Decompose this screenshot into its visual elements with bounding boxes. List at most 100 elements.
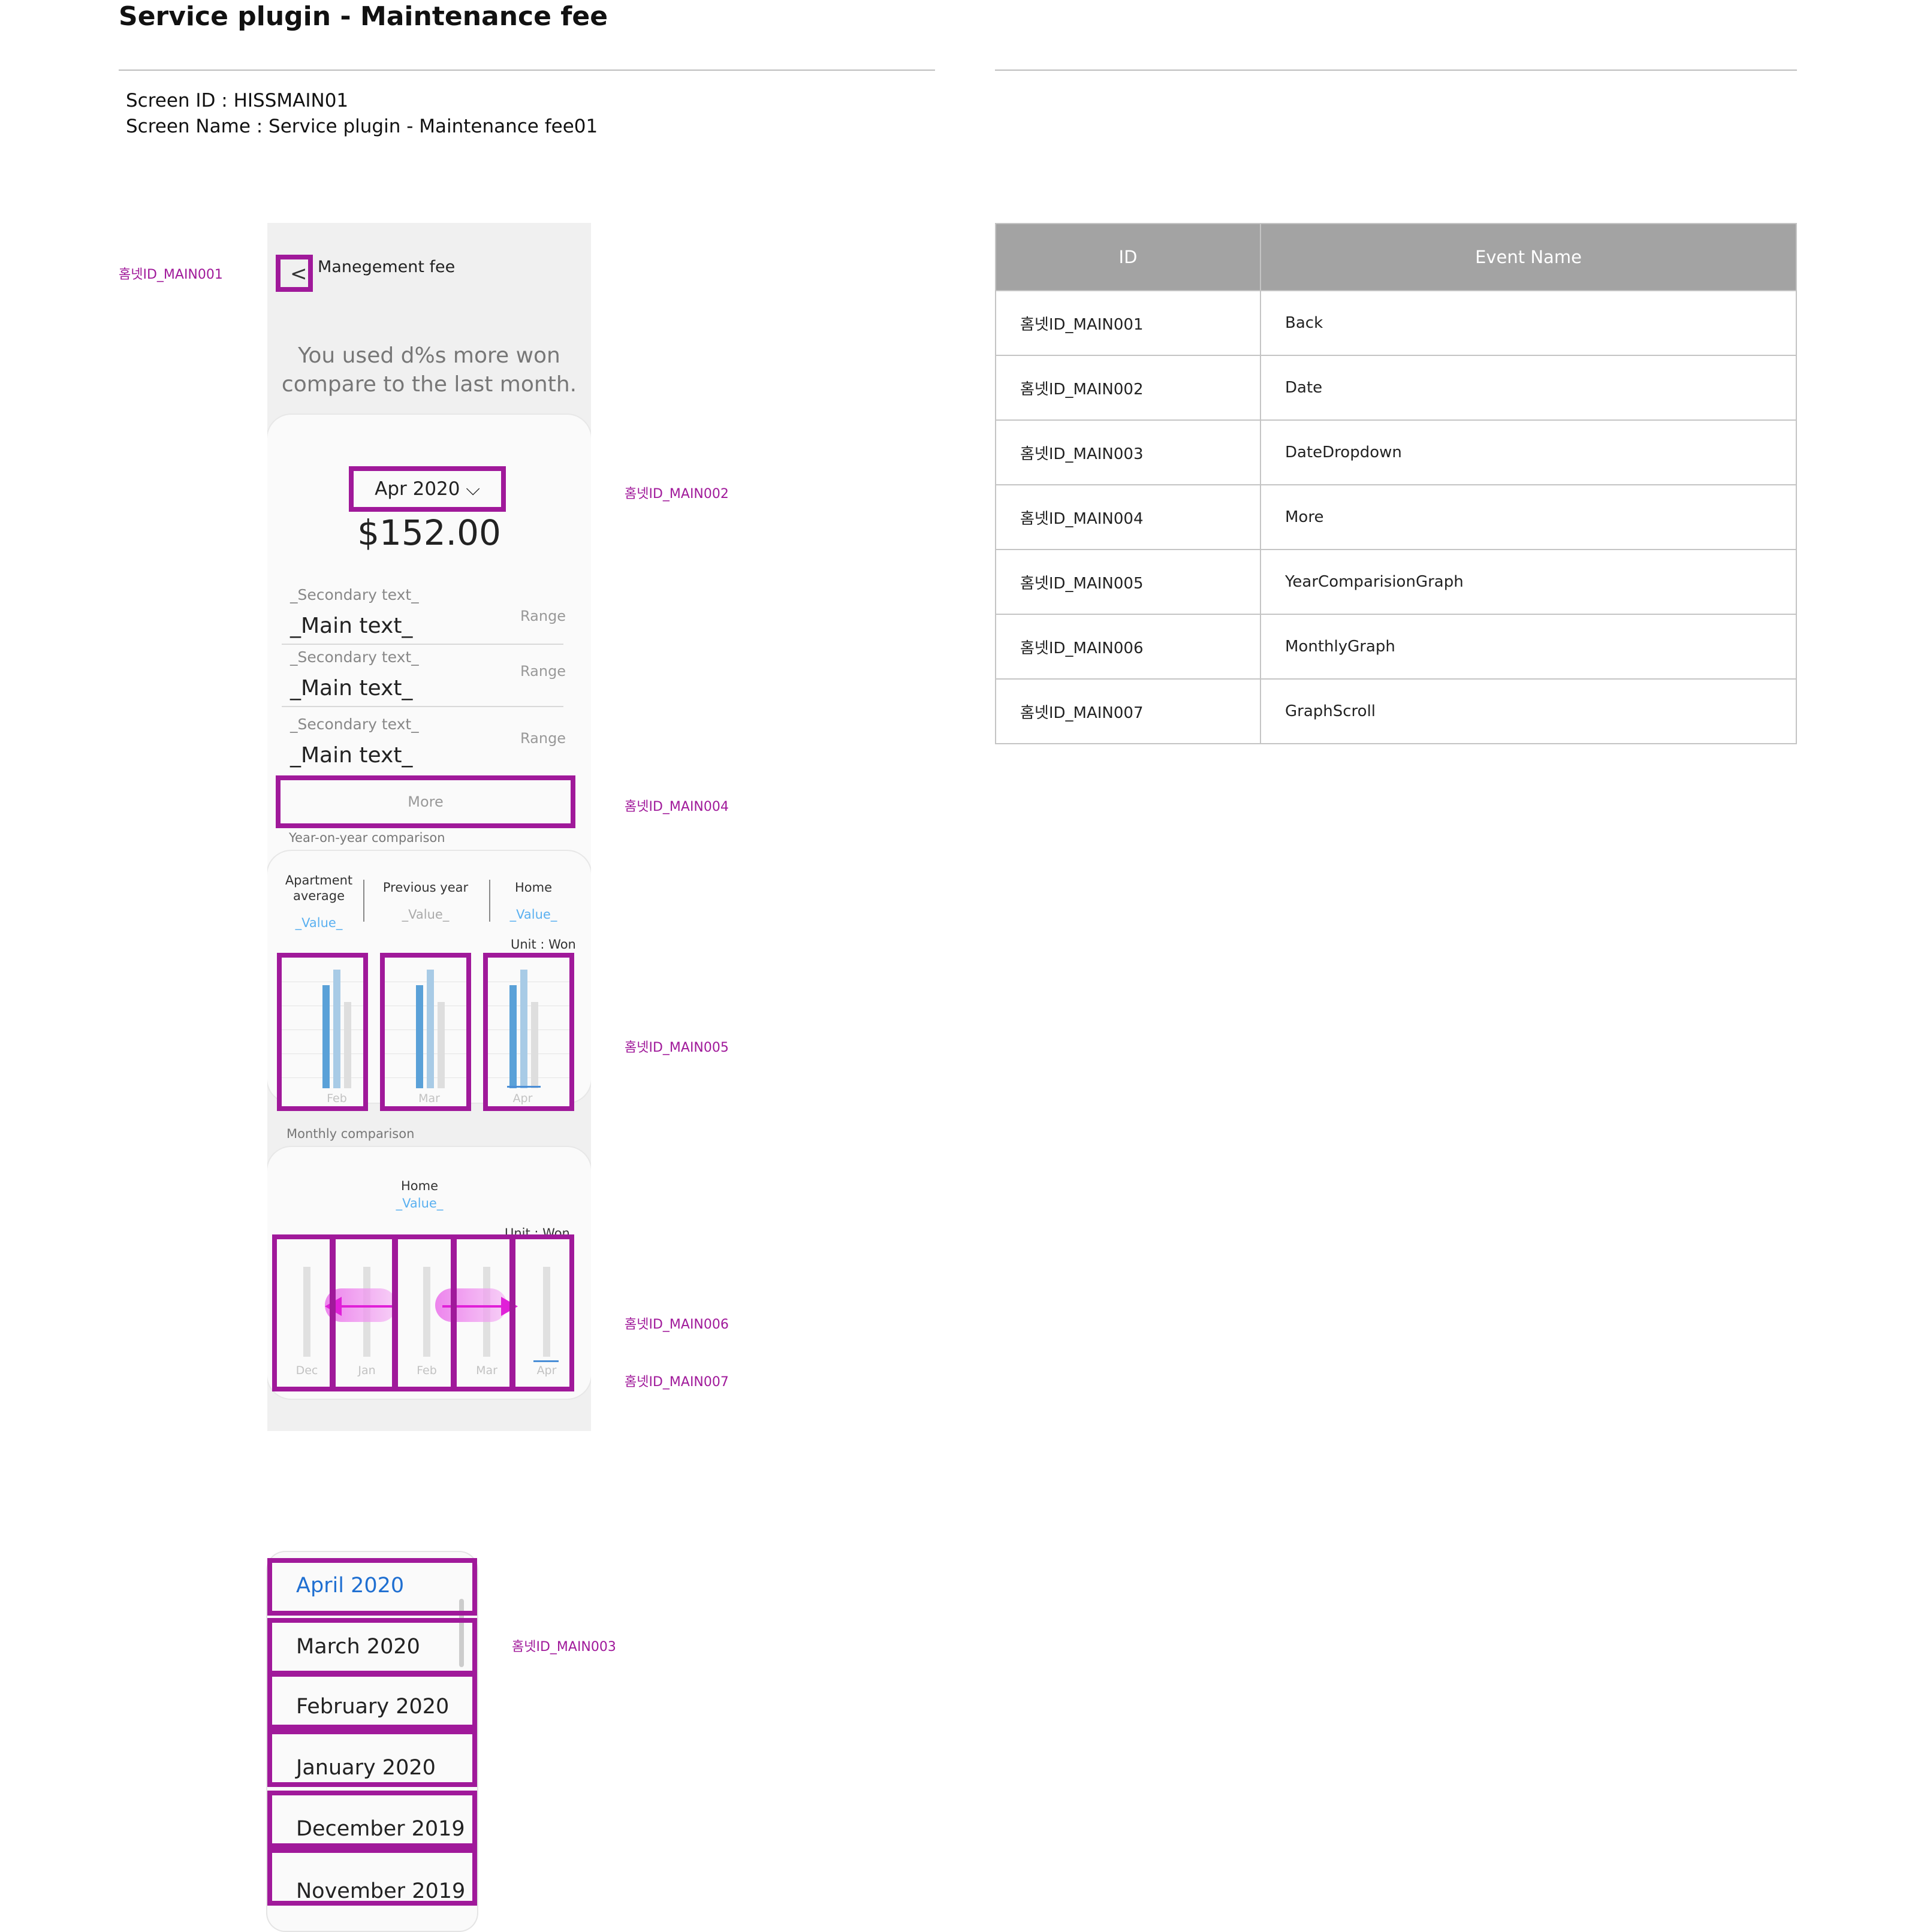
dropdown-item[interactable]: November 2019 xyxy=(267,1848,477,1906)
month-label: Dec xyxy=(295,1364,318,1377)
annotation-tag: 홈넷ID_MAIN007 xyxy=(625,1375,729,1390)
dropdown-item[interactable]: February 2020 xyxy=(267,1672,477,1729)
stat-previous-year-value: _Value_ xyxy=(402,907,450,922)
row-main-text: _Main text_ xyxy=(290,676,413,701)
more-button[interactable]: More xyxy=(276,775,575,828)
date-dropdown-button[interactable]: Apr 2020 ⌵ xyxy=(349,466,506,512)
month-label: Apr xyxy=(536,1364,557,1377)
stat-home-label: Home xyxy=(514,880,552,895)
table-cell-id: 홈넷ID_MAIN006 xyxy=(995,614,1261,680)
selected-indicator xyxy=(507,1086,541,1088)
back-button[interactable]: < xyxy=(276,255,313,292)
row-divider xyxy=(282,644,563,645)
dropdown-item[interactable]: March 2020 xyxy=(267,1618,477,1676)
bar-previous-year xyxy=(333,970,340,1088)
monthly-bar xyxy=(423,1267,430,1357)
month-label: Feb xyxy=(417,1364,437,1377)
bar-previous-year xyxy=(520,970,527,1088)
document-title: Service plugin - Maintenance fee xyxy=(119,1,608,32)
header-divider-left xyxy=(119,70,935,71)
month-label: Mar xyxy=(476,1364,497,1377)
table-header-id: ID xyxy=(995,223,1261,291)
monthly-section-title: Monthly comparison xyxy=(287,1127,415,1141)
screen-name: Screen Name : Service plugin - Maintenan… xyxy=(126,116,598,137)
monthly-bar xyxy=(303,1267,310,1357)
bar-home xyxy=(438,1002,445,1088)
stat-home-value: _Value_ xyxy=(509,907,557,922)
usage-message-line1: You used d%s more won xyxy=(298,343,560,368)
yoy-graph-apr[interactable]: Apr xyxy=(483,953,574,1111)
stat-divider xyxy=(489,880,490,922)
row-secondary-text: _Secondary text_ xyxy=(290,586,419,603)
fee-amount: $152.00 xyxy=(357,512,501,553)
dropdown-item[interactable]: January 2020 xyxy=(267,1729,477,1787)
table-header-event-name: Event Name xyxy=(1260,223,1797,291)
row-secondary-text: _Secondary text_ xyxy=(290,716,419,733)
table-cell-event: More xyxy=(1260,484,1797,550)
bar-home xyxy=(344,1002,351,1088)
dropdown-item[interactable]: April 2020 xyxy=(267,1558,477,1616)
annotation-tag: 홈넷ID_MAIN006 xyxy=(625,1317,729,1332)
yoy-section-title: Year-on-year comparison xyxy=(289,831,445,845)
screen-id: Screen ID : HISSMAIN01 xyxy=(126,90,349,111)
row-main-text: _Main text_ xyxy=(290,743,413,768)
yoy-graph-feb[interactable]: Feb xyxy=(277,953,368,1111)
monthly-home-label: Home xyxy=(400,1179,438,1193)
stat-divider xyxy=(363,880,364,922)
month-label: Jan xyxy=(358,1364,376,1377)
stat-apartment-value: _Value_ xyxy=(295,916,343,930)
header-divider-right xyxy=(995,70,1797,71)
table-cell-event: YearComparisionGraph xyxy=(1260,549,1797,615)
row-range: Range xyxy=(520,730,566,747)
bar-home xyxy=(531,1002,538,1088)
monthly-graph-apr[interactable] xyxy=(511,1234,574,1391)
stat-previous-year-label: Previous year xyxy=(382,880,469,895)
row-divider xyxy=(282,706,563,707)
table-cell-event: Date xyxy=(1260,355,1797,421)
bar-previous-year xyxy=(427,970,434,1088)
table-header-row: ID Event Name xyxy=(995,223,1797,291)
row-main-text: _Main text_ xyxy=(290,614,413,638)
table-cell-event: Back xyxy=(1260,290,1797,356)
annotation-tag: 홈넷ID_MAIN002 xyxy=(625,487,729,502)
annotation-tag: 홈넷ID_MAIN003 xyxy=(512,1640,616,1655)
bar-apartment xyxy=(322,985,330,1088)
table-cell-id: 홈넷ID_MAIN004 xyxy=(995,484,1261,550)
row-secondary-text: _Secondary text_ xyxy=(290,648,419,666)
annotation-tag: 홈넷ID_MAIN004 xyxy=(625,799,729,814)
row-range: Range xyxy=(520,608,566,624)
yoy-unit: Unit : Won xyxy=(511,937,576,952)
app-title: Manegement fee xyxy=(318,258,456,276)
monthly-bar xyxy=(543,1267,550,1357)
annotation-tag: 홈넷ID_MAIN001 xyxy=(119,267,223,282)
table-cell-id: 홈넷ID_MAIN001 xyxy=(995,290,1261,356)
table-cell-event: MonthlyGraph xyxy=(1260,614,1797,680)
month-label: Apr xyxy=(512,1092,533,1105)
table-cell-id: 홈넷ID_MAIN002 xyxy=(995,355,1261,421)
usage-message-line2: compare to the last month. xyxy=(281,372,577,397)
month-label: Feb xyxy=(327,1092,347,1105)
row-range: Range xyxy=(520,663,566,680)
bar-apartment xyxy=(416,985,423,1088)
dropdown-item[interactable]: December 2019 xyxy=(267,1791,477,1848)
table-cell-id: 홈넷ID_MAIN005 xyxy=(995,549,1261,615)
table-cell-id: 홈넷ID_MAIN003 xyxy=(995,419,1261,485)
usage-message: You used d%s more won compare to the las… xyxy=(267,342,591,399)
yoy-graph-mar[interactable]: Mar xyxy=(380,953,471,1111)
dropdown-scrollbar[interactable] xyxy=(459,1599,464,1667)
table-cell-event: GraphScroll xyxy=(1260,678,1797,744)
table-cell-id: 홈넷ID_MAIN007 xyxy=(995,678,1261,744)
bar-apartment xyxy=(509,985,517,1088)
chevron-left-icon: < xyxy=(290,262,307,286)
month-label: Mar xyxy=(418,1092,440,1105)
selected-indicator xyxy=(533,1360,559,1362)
